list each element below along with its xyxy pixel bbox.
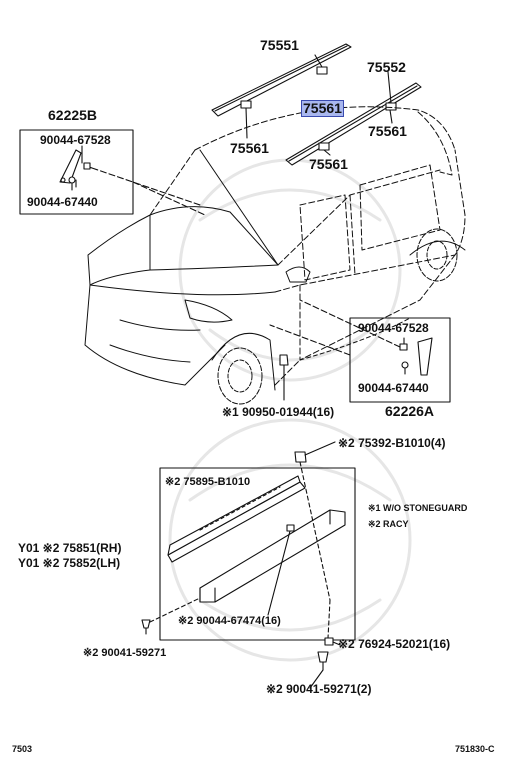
label-75552[interactable]: 75552 xyxy=(367,59,406,75)
garnish-box-right xyxy=(349,317,451,403)
clip-90950[interactable] xyxy=(279,354,289,401)
label-62225B[interactable]: 62225B xyxy=(48,107,98,123)
screw-90041-bottom[interactable] xyxy=(317,651,329,671)
label-75561-highlighted[interactable]: 75561 xyxy=(301,100,344,117)
label-76924-52021[interactable]: ※2 76924-52021(16) xyxy=(338,637,451,651)
label-75852-lh[interactable]: Y01 ※2 75852(LH) xyxy=(18,556,121,570)
pillar-garnish-62225B[interactable] xyxy=(59,149,93,191)
screw-90041-left[interactable] xyxy=(141,619,151,635)
note-racy: ※2 RACY xyxy=(368,519,409,529)
label-90044-67528-right[interactable]: 90044-67528 xyxy=(358,321,429,335)
pillar-garnish-62226A[interactable] xyxy=(399,337,433,376)
side-molding-box xyxy=(159,467,356,641)
garnish-box-left xyxy=(19,129,134,215)
label-90044-67440-left[interactable]: 90044-67440 xyxy=(27,195,98,209)
label-90044-67474[interactable]: ※2 90044-67474(16) xyxy=(178,615,281,627)
footer-right-code: 751830-C xyxy=(455,744,495,754)
label-90041-59271-left[interactable]: ※2 90041-59271 xyxy=(83,647,167,659)
label-90041-59271-bottom[interactable]: ※2 90041-59271(2) xyxy=(266,682,372,696)
clip-76924[interactable] xyxy=(324,637,334,646)
label-90950-01944[interactable]: ※1 90950-01944(16) xyxy=(222,405,335,419)
label-75561-c[interactable]: 75561 xyxy=(368,123,407,139)
car-body xyxy=(84,106,466,405)
roof-rail-75551[interactable] xyxy=(211,43,352,117)
label-75551[interactable]: 75551 xyxy=(260,37,299,53)
label-75561-a[interactable]: 75561 xyxy=(230,140,269,156)
label-90044-67440-right[interactable]: 90044-67440 xyxy=(358,381,429,395)
label-75851-rh[interactable]: Y01 ※2 75851(RH) xyxy=(18,541,122,555)
label-75561-b[interactable]: 75561 xyxy=(309,156,348,172)
note-without-stoneguard: ※1 W/O STONEGUARD xyxy=(368,503,468,513)
clip-75392[interactable] xyxy=(294,451,307,463)
label-75392-B1010[interactable]: ※2 75392-B1010(4) xyxy=(338,436,446,450)
footer-left-code: 7503 xyxy=(12,744,33,754)
label-62226A[interactable]: 62226A xyxy=(385,403,435,419)
side-molding-75851[interactable] xyxy=(199,509,346,603)
label-90044-67528-left[interactable]: 90044-67528 xyxy=(40,133,111,147)
side-sill-75895[interactable] xyxy=(167,475,306,563)
label-75895-B1010[interactable]: ※2 75895-B1010 xyxy=(165,476,251,488)
